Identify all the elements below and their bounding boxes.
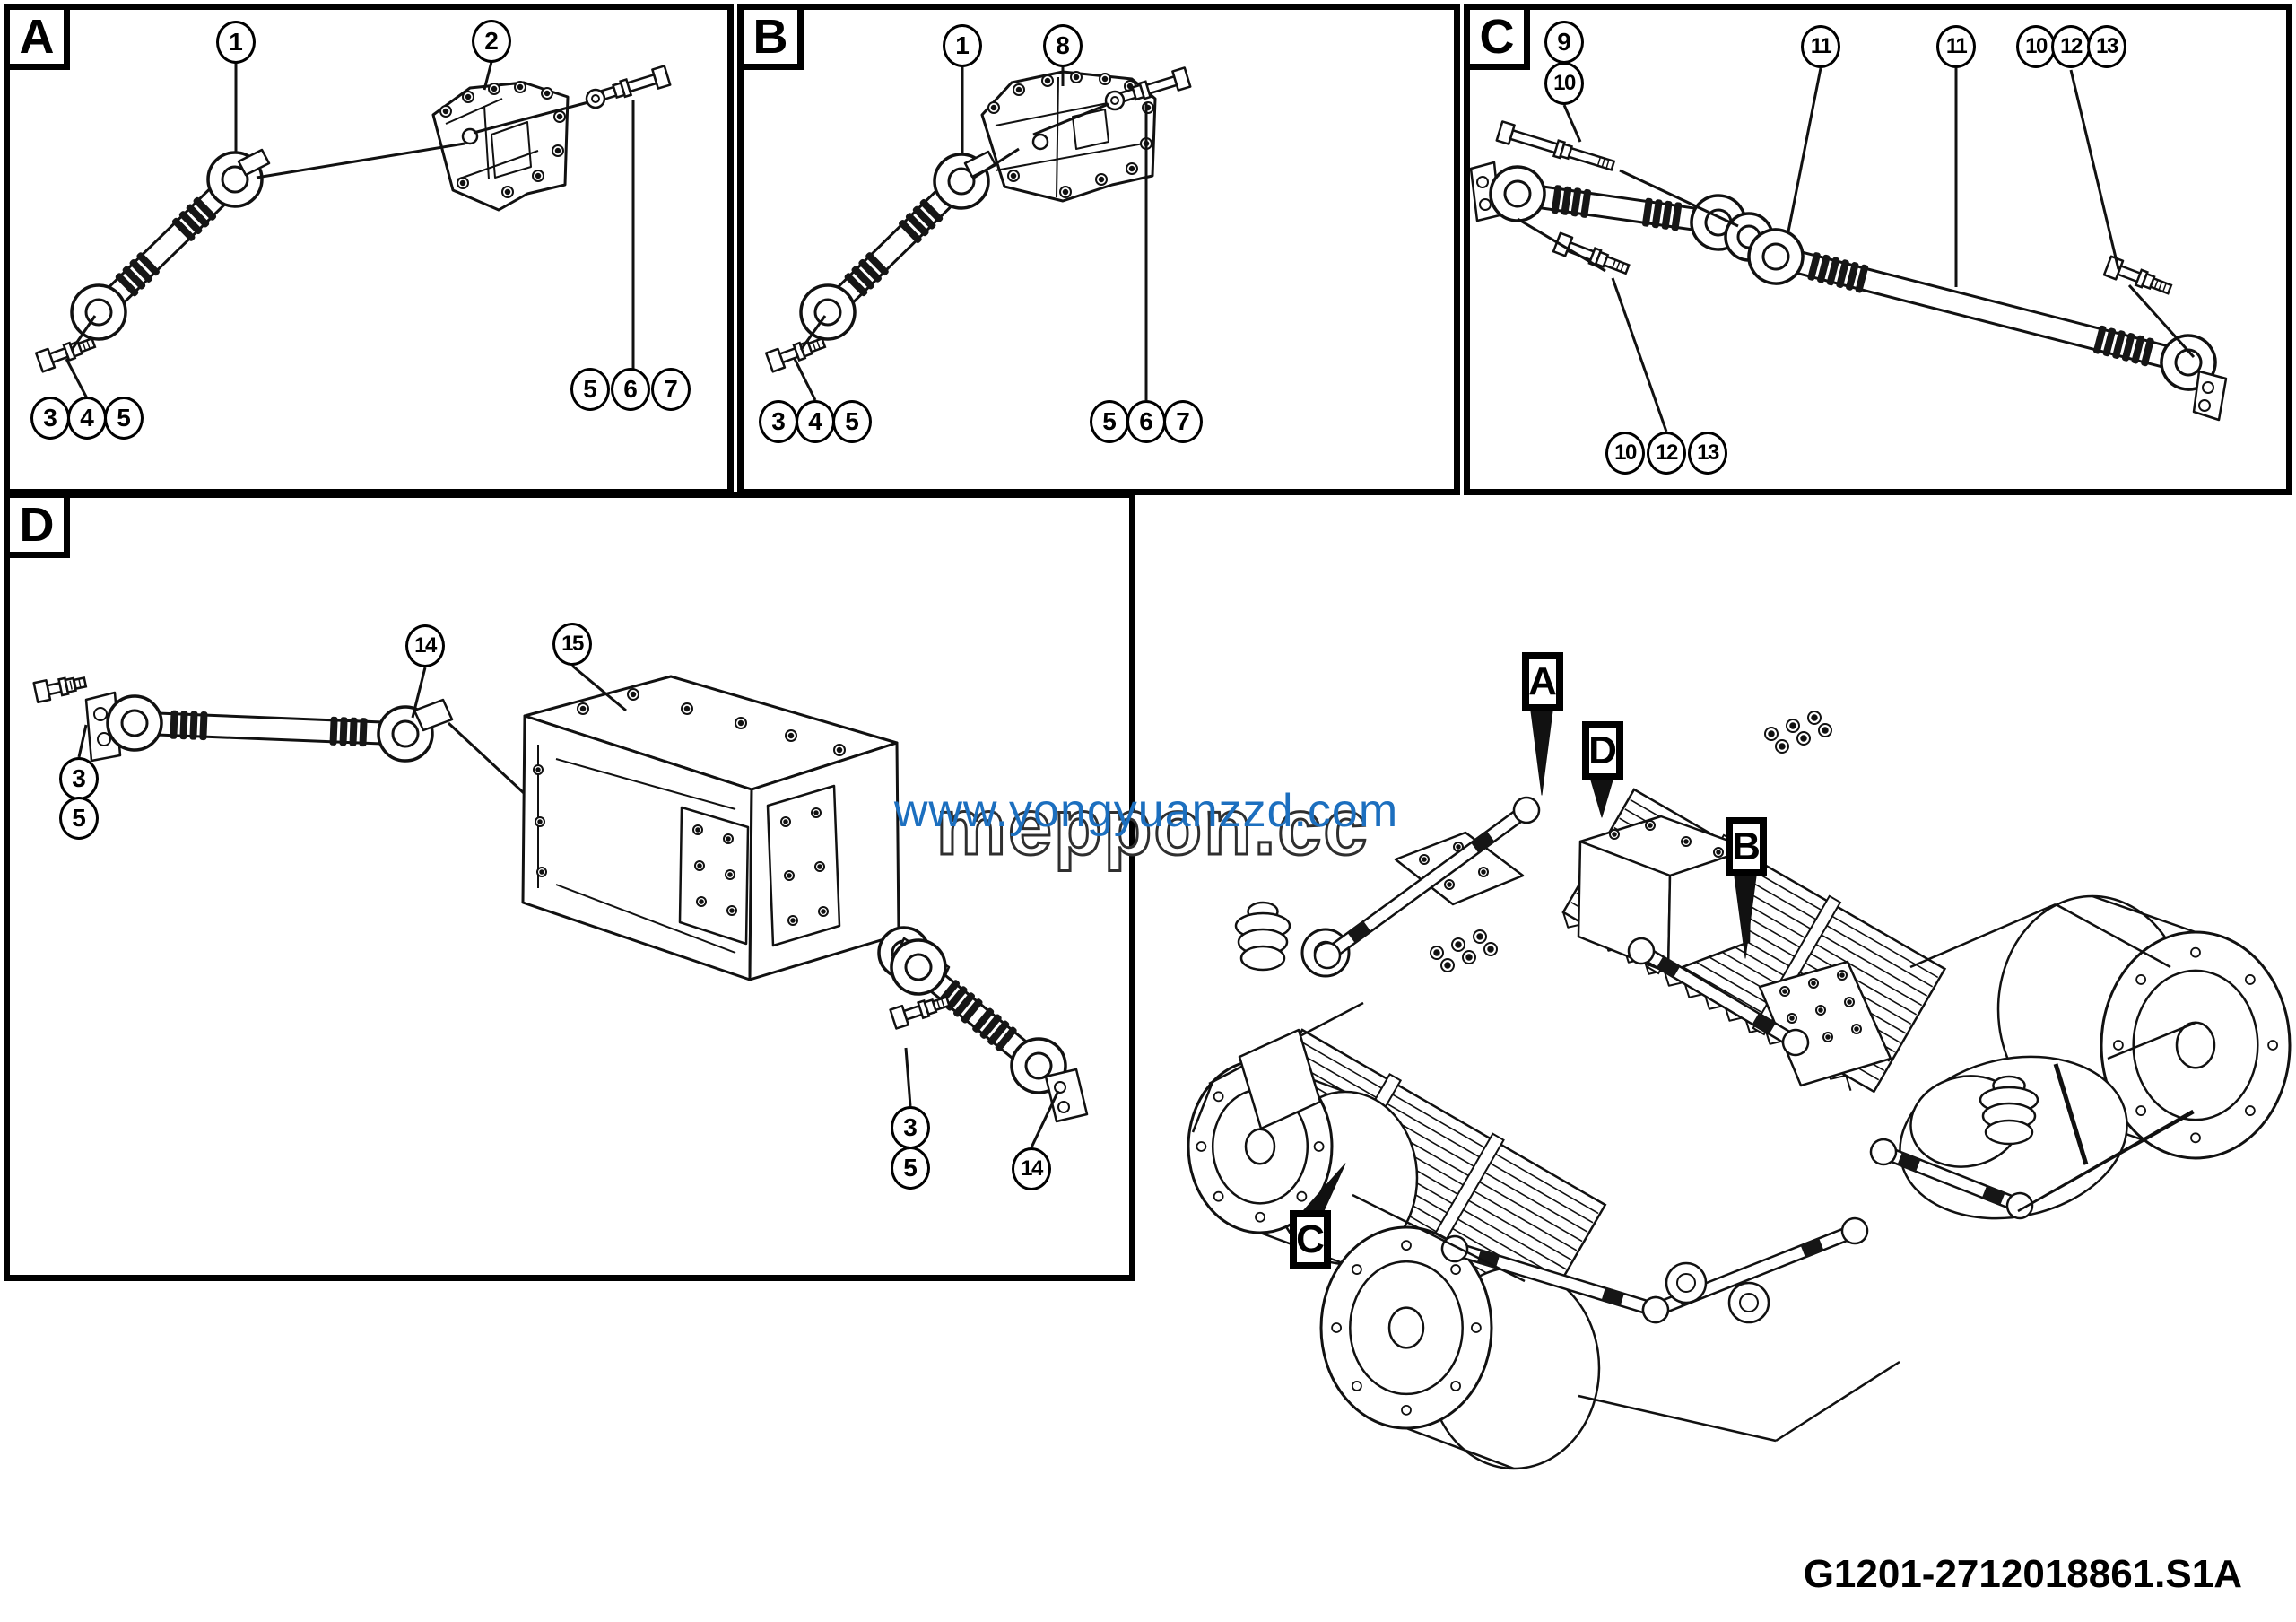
callout-bubble-4: 4 [796, 400, 835, 443]
callout-bubble-5: 5 [59, 797, 99, 840]
callout-bubble-1: 1 [216, 21, 256, 64]
drawing-number: G1201-2712018861.S1A [1803, 1552, 2242, 1596]
callout-bubble-15: 15 [552, 623, 592, 666]
callout-bubble-11: 11 [1801, 25, 1840, 68]
callout-bubble-12: 12 [1647, 432, 1686, 475]
callout-bubble-10: 10 [1605, 432, 1645, 475]
callout-bubble-7: 7 [1163, 400, 1203, 443]
panel-d-box [4, 492, 1135, 1281]
panel-b-label: B [737, 4, 804, 70]
callout-bubble-3: 3 [891, 1106, 930, 1149]
callout-bubble-5: 5 [570, 368, 610, 411]
callout-bubble-3: 3 [59, 757, 99, 800]
assembly-pointer-label-D: D [1582, 721, 1623, 780]
callout-bubble-5: 5 [104, 397, 144, 440]
callout-bubble-14: 14 [405, 624, 445, 667]
callout-bubble-3: 3 [30, 397, 70, 440]
callout-bubble-12: 12 [2051, 25, 2091, 68]
callout-bubble-4: 4 [67, 397, 107, 440]
callout-bubble-1: 1 [943, 24, 982, 67]
callout-bubble-5: 5 [1090, 400, 1129, 443]
callout-bubble-9: 9 [1544, 21, 1584, 64]
panel-c-box [1464, 4, 2292, 495]
callout-bubble-11: 11 [1936, 25, 1976, 68]
callout-bubble-10: 10 [1544, 62, 1584, 105]
panel-c-label: C [1464, 4, 1530, 70]
callout-bubble-6: 6 [611, 368, 650, 411]
callout-bubble-2: 2 [472, 20, 511, 63]
callout-bubble-13: 13 [2087, 25, 2126, 68]
callout-bubble-5: 5 [891, 1147, 930, 1190]
watermark-blue-text: www.yongyuanzzd.com [893, 785, 1398, 837]
callout-bubble-5: 5 [832, 400, 872, 443]
assembly-pointer-label-A: A [1522, 652, 1563, 711]
callout-bubble-6: 6 [1126, 400, 1166, 443]
callout-bubble-7: 7 [651, 368, 691, 411]
panel-d-label: D [4, 492, 70, 558]
callout-bubble-10: 10 [2016, 25, 2056, 68]
callout-bubble-13: 13 [1688, 432, 1727, 475]
watermark-gray-text: meppon.cc [936, 782, 1370, 871]
callout-bubble-14: 14 [1012, 1147, 1051, 1190]
panel-a-label: A [4, 4, 70, 70]
callout-bubble-3: 3 [759, 400, 798, 443]
callout-bubble-8: 8 [1043, 24, 1083, 67]
assembly-pointer-label-B: B [1726, 817, 1767, 876]
assembly-pointer-label-C: C [1290, 1210, 1331, 1269]
